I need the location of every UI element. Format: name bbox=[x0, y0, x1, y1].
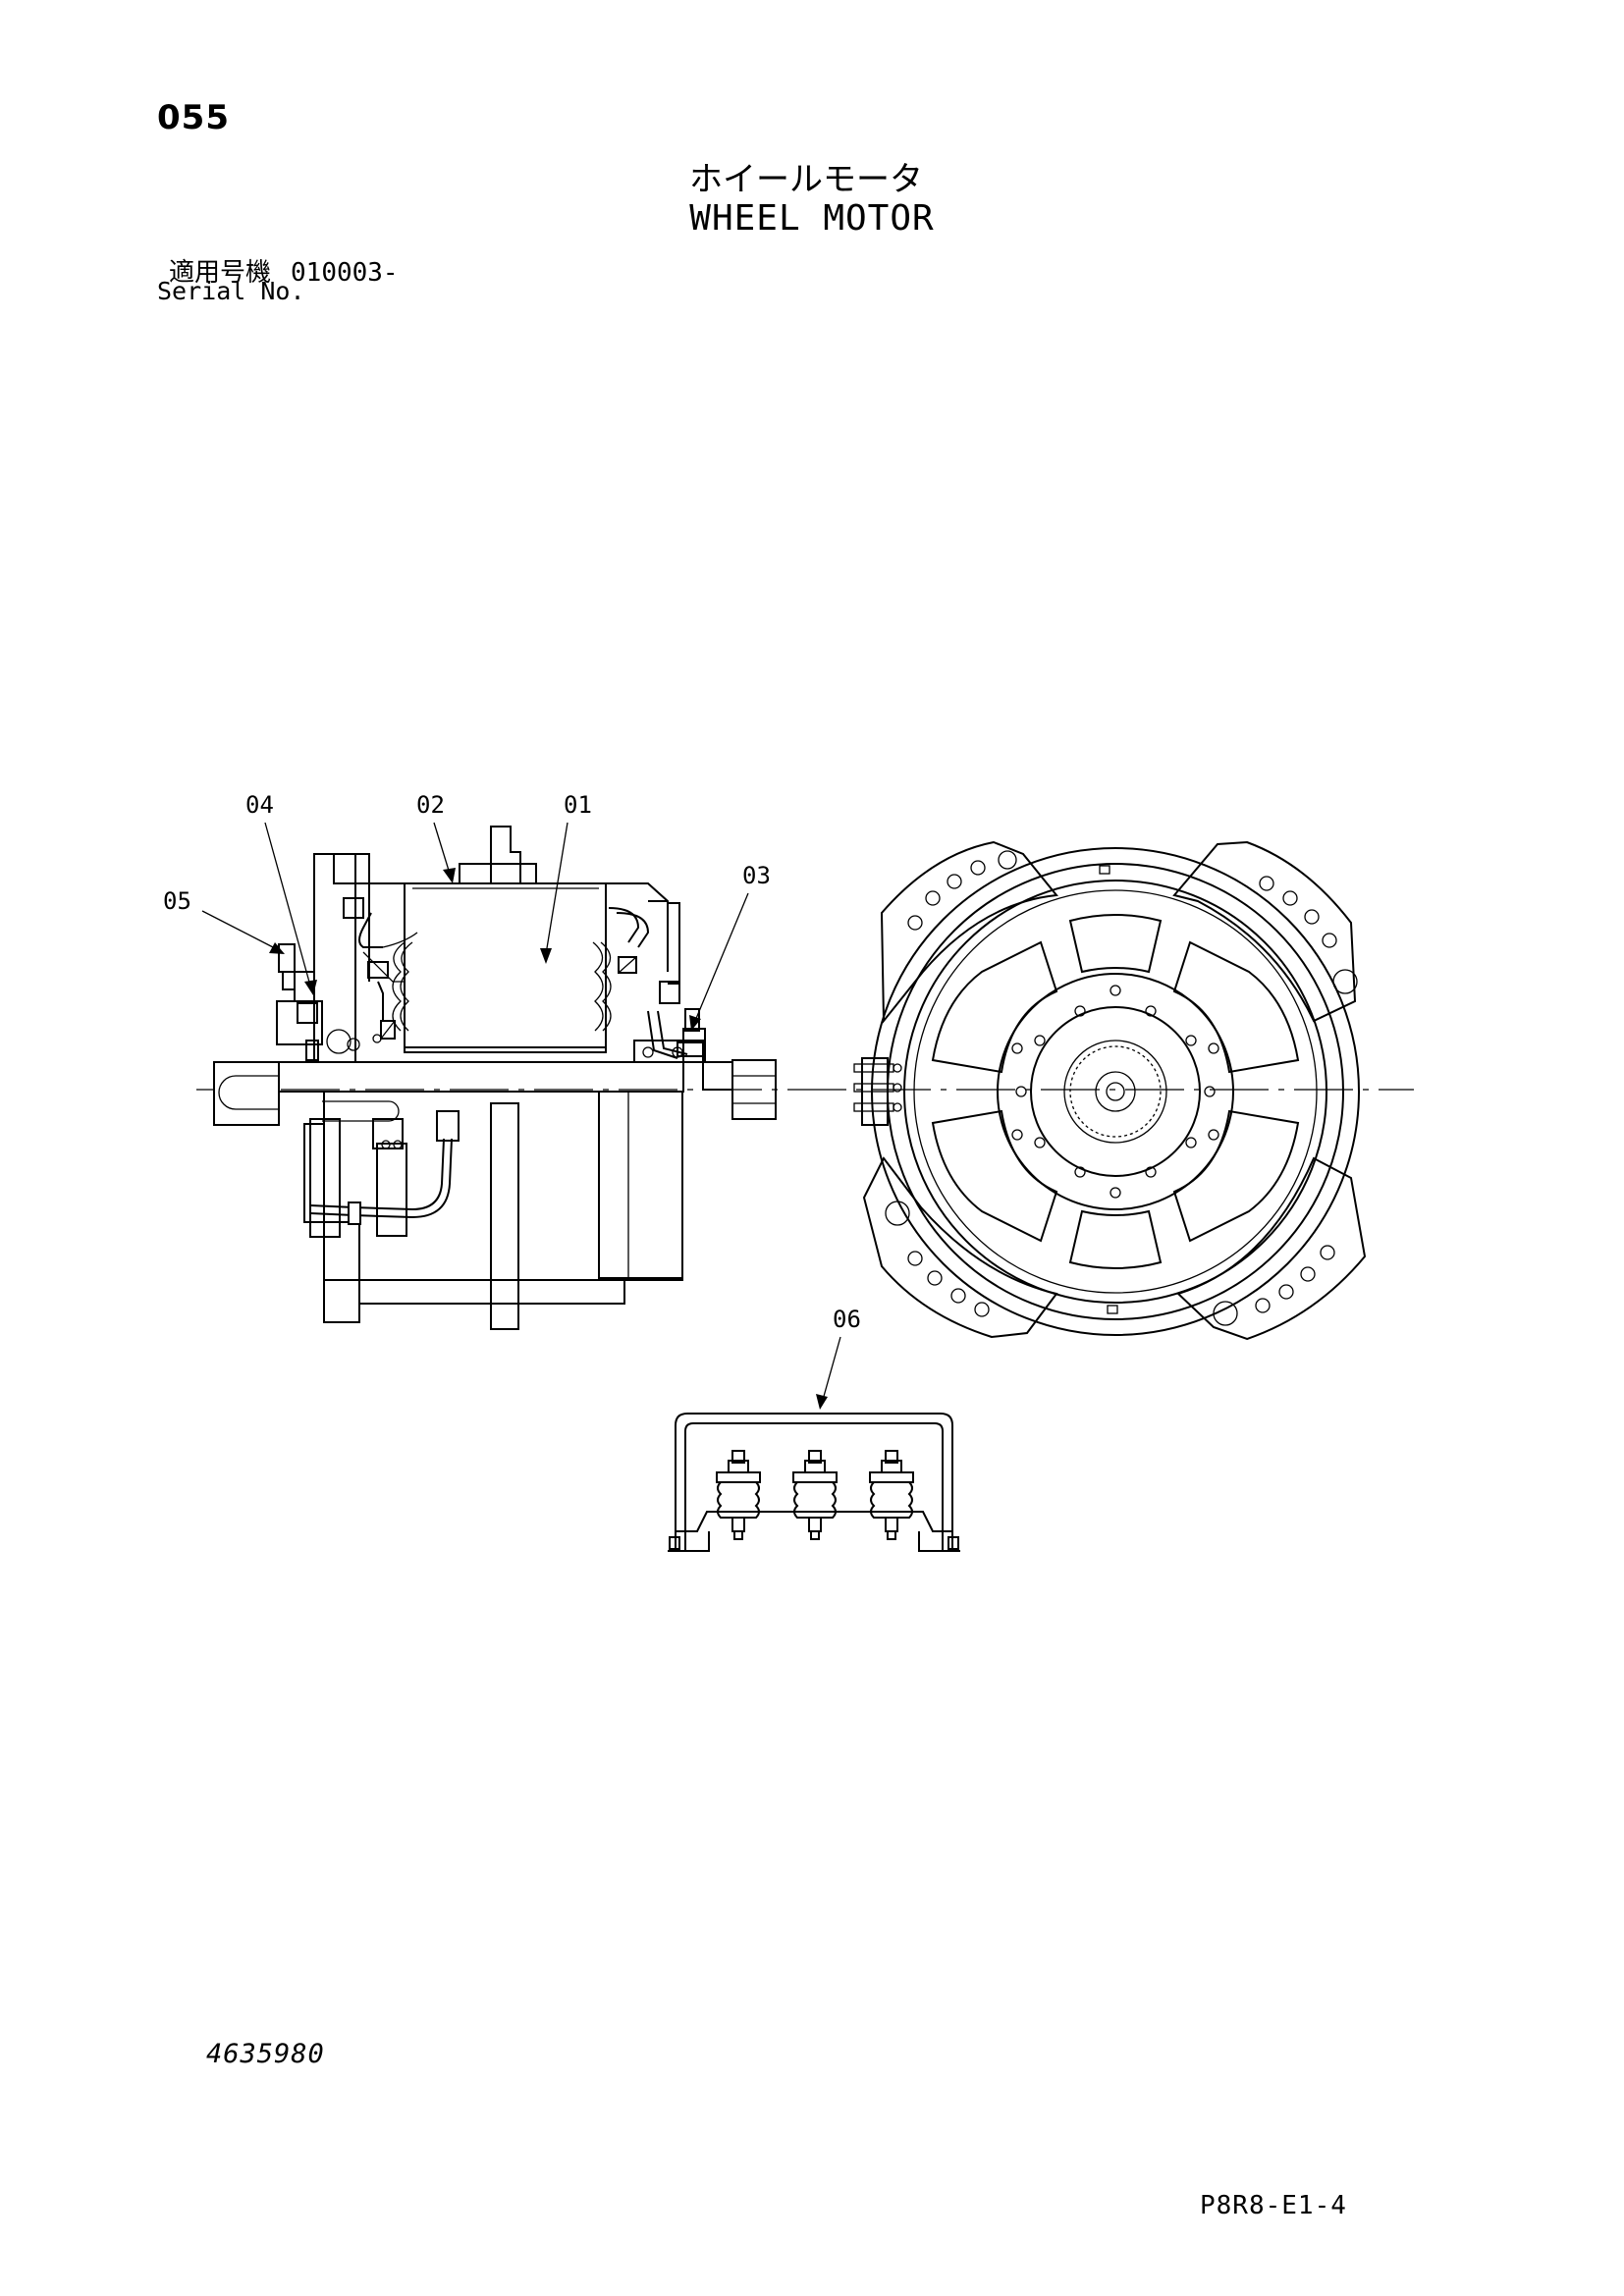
callout-label-05: 05 bbox=[163, 887, 191, 915]
callout-label-02: 02 bbox=[416, 791, 445, 819]
callout-01: 01 bbox=[540, 791, 592, 964]
callout-05: 05 bbox=[163, 887, 285, 954]
callout-03: 03 bbox=[689, 862, 771, 1031]
callout-06: 06 bbox=[816, 1306, 861, 1410]
page-number: 055 bbox=[157, 98, 230, 137]
drawing-number: 4635980 bbox=[206, 2039, 325, 2069]
terminal-insulator-1 bbox=[716, 1450, 761, 1532]
motor-front-view bbox=[853, 840, 1367, 1341]
terminal-insulator-3 bbox=[869, 1450, 914, 1532]
callout-02: 02 bbox=[416, 791, 456, 883]
motor-side-view bbox=[196, 826, 1414, 1330]
callout-04: 04 bbox=[245, 791, 317, 995]
terminal-box-detail bbox=[668, 1413, 960, 1552]
callout-label-01: 01 bbox=[564, 791, 592, 819]
terminal-insulator-2 bbox=[792, 1450, 838, 1532]
page-title-english: WHEEL MOTOR bbox=[689, 198, 935, 239]
page-title-japanese: ホイールモータ bbox=[689, 160, 923, 199]
callout-label-04: 04 bbox=[245, 791, 274, 819]
callout-label-06: 06 bbox=[833, 1306, 861, 1333]
serial-label-english: Serial No. bbox=[157, 277, 305, 305]
serial-row-japanese: 適用号機 010003- bbox=[169, 252, 418, 289]
serial-value: 010003- bbox=[291, 258, 399, 288]
callout-label-03: 03 bbox=[742, 862, 771, 889]
serial-label-japanese: 適用号機 bbox=[169, 258, 272, 288]
page-code: P8R8-E1-4 bbox=[1200, 2191, 1347, 2220]
